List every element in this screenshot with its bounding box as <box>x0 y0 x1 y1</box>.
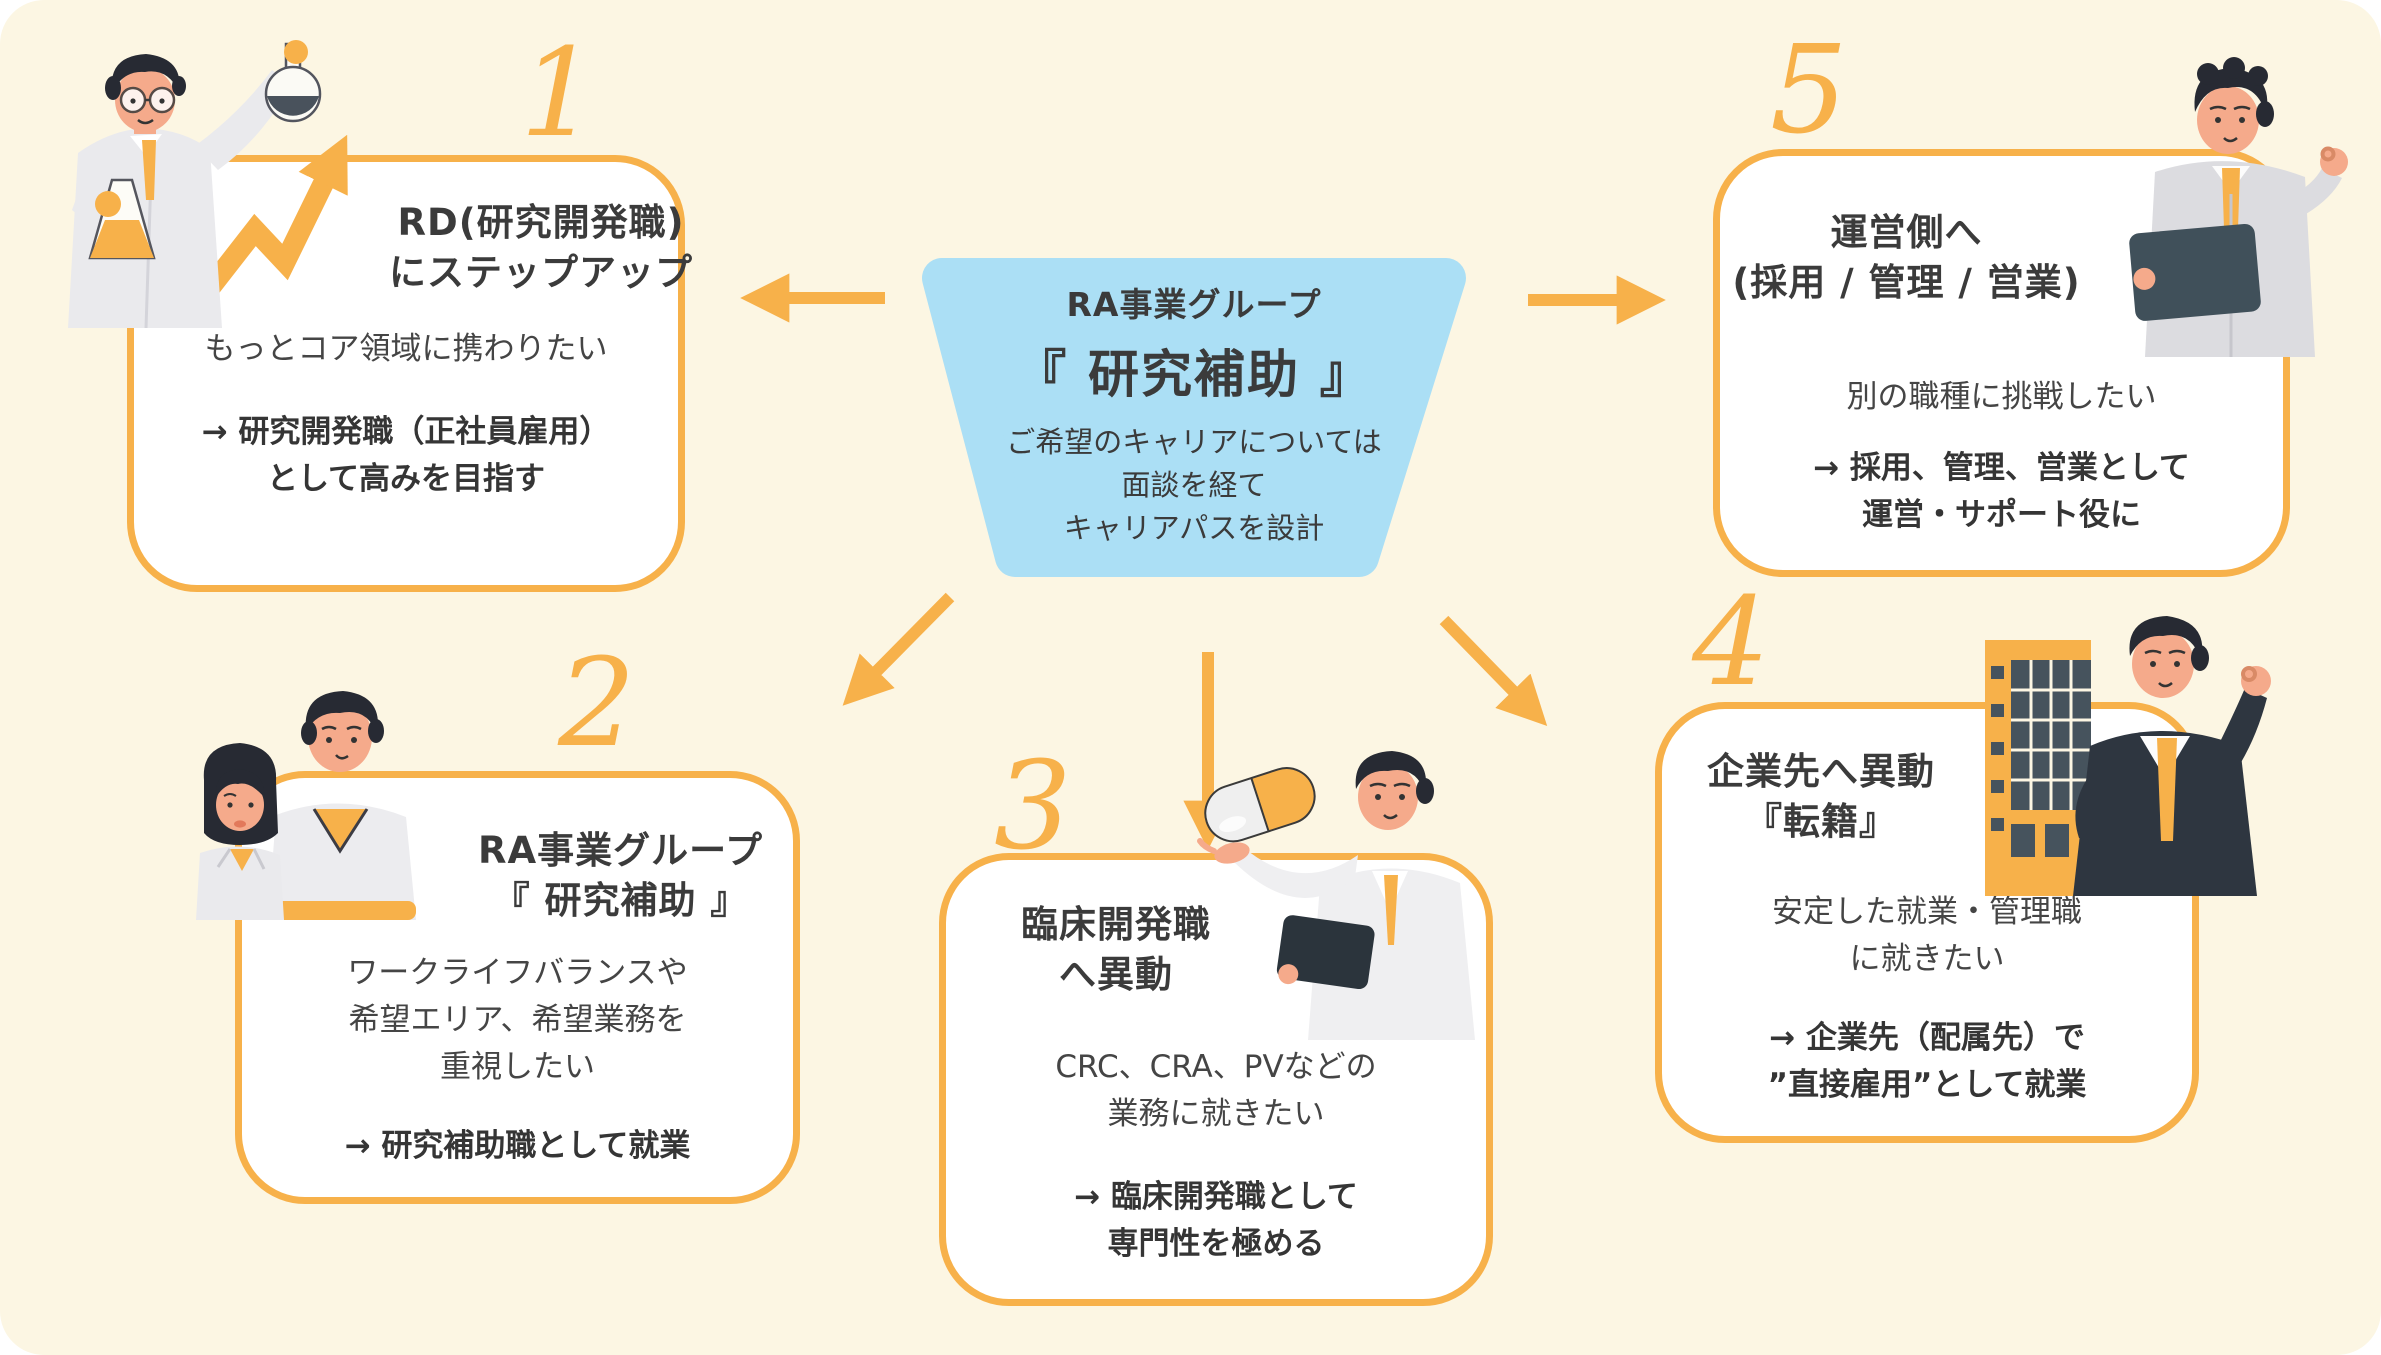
card-outcome: → 研究補助職として就業 <box>242 1123 793 1170</box>
card-title-line: 臨床開発職 <box>1021 903 1211 946</box>
card-desire-line: 重視したい <box>440 1049 595 1085</box>
card-number-1: 1 <box>520 22 598 164</box>
card-desire-line: ワークライフバランスや <box>347 955 688 991</box>
card-outcome-line: 運営・サポート役に <box>1862 497 2141 533</box>
capsule-icon <box>1204 767 1316 843</box>
card-outcome-line: 専門性を極める <box>1107 1226 1325 1262</box>
card-outcome: → 企業先（配属先）で ”直接雇用”として就業 <box>1662 1015 2192 1109</box>
card-desire-line: 希望エリア、希望業務を <box>348 1002 687 1038</box>
center-group-label: RA事業グループ <box>1066 285 1322 324</box>
card-outcome-line: → 臨床開発職として <box>1074 1179 1358 1215</box>
card-outcome-line: として高みを目指す <box>266 461 546 497</box>
card-outcome-line: → 研究開発職（正社員雇用） <box>201 414 611 450</box>
card-title-line: (採用 / 管理 / 営業) <box>1732 261 2081 304</box>
card-title: 運営側へ (採用 / 管理 / 営業) <box>1625 208 2188 308</box>
path-card-1: RD(研究開発職) にステップアップ もっとコア領域に携わりたい → 研究開発職… <box>127 155 692 592</box>
card-outcome-line: → 採用、管理、営業として <box>1813 450 2190 486</box>
card-desire: 別の職種に挑戦したい <box>1720 374 2283 421</box>
card-desire-line: 別の職種に挑戦したい <box>1846 379 2157 415</box>
office-building-icon <box>1985 640 2091 896</box>
tablet-icon <box>2129 223 2261 321</box>
round-flask-icon <box>264 40 322 123</box>
female-researcher-figure <box>196 743 284 920</box>
card-desire: ワークライフバランスや 希望エリア、希望業務を 重視したい <box>242 950 793 1091</box>
scientist-illustration <box>68 40 348 328</box>
card-title-line: にステップアップ <box>389 251 693 294</box>
arrow-to-card-2-icon <box>842 592 955 706</box>
pharmacist-illustration <box>1197 751 1475 1040</box>
center-main-title: 『 研究補助 』 <box>1015 346 1373 405</box>
researchers-illustration <box>196 691 416 920</box>
card-desire-line: CRC、CRA、PVなどの <box>1055 1049 1377 1085</box>
card-number-4: 4 <box>1692 571 1770 713</box>
card-title-line: 『転籍』 <box>1745 800 1897 843</box>
card-desire: 安定した就業・管理職 に就きたい <box>1662 889 2192 983</box>
card-desire-line: もっとコア領域に携わりたい <box>204 331 608 367</box>
card-outcome: → 臨床開発職として 専門性を極める <box>946 1174 1486 1268</box>
card-desire-line: に就きたい <box>1849 941 2005 977</box>
erlenmeyer-flask-icon <box>88 178 156 260</box>
card-desire-line: 安定した就業・管理職 <box>1772 894 2082 930</box>
operations-staff-illustration <box>2129 57 2348 357</box>
card-outcome-line: → 企業先（配属先）で <box>1769 1020 2085 1056</box>
card-desire: CRC、CRA、PVなどの 業務に就きたい <box>946 1044 1486 1138</box>
rising-trend-arrow-icon <box>186 134 348 314</box>
center-node-shape <box>922 258 1466 577</box>
businessman-illustration <box>1985 616 2271 896</box>
businessman-figure <box>2073 616 2271 896</box>
card-number-5: 5 <box>1770 19 1848 161</box>
card-title-line: 運営側へ <box>1830 211 1983 254</box>
male-researcher-figure <box>268 691 416 920</box>
card-title: 臨床開発職 へ異動 <box>846 900 1386 1000</box>
card-desire: もっとコア領域に携わりたい <box>134 326 678 373</box>
card-title-line: RD(研究開発職) <box>397 201 685 244</box>
center-caption-line: キャリアパスを設計 <box>1063 511 1325 545</box>
card-title-line: 企業先へ異動 <box>1707 750 1935 793</box>
card-outcome: → 研究開発職（正社員雇用） として高みを目指す <box>134 409 678 503</box>
card-outcome: → 採用、管理、営業として 運営・サポート役に <box>1720 445 2283 539</box>
pharmacist-figure <box>1197 751 1475 1040</box>
card-outcome-line: ”直接雇用”として就業 <box>1767 1067 2087 1103</box>
card-title: RD(研究開発職) にステップアップ <box>269 198 813 298</box>
center-caption-line: ご希望のキャリアについては <box>1006 425 1382 459</box>
center-caption: ご希望のキャリアについては 面談を経て キャリアパスを設計 <box>902 421 1486 550</box>
card-outcome-line: → 研究補助職として就業 <box>344 1128 691 1164</box>
card-title-line: 『 研究補助 』 <box>492 879 749 922</box>
center-caption-line: 面談を経て <box>1121 468 1267 502</box>
card-title-line: RA事業グループ <box>478 829 763 872</box>
arrow-to-card-4-icon <box>1439 615 1548 726</box>
card-number-2: 2 <box>558 632 636 774</box>
card-desire-line: 業務に就きたい <box>1107 1096 1325 1132</box>
scientist-figure <box>68 54 292 328</box>
card-title-line: へ異動 <box>1059 953 1173 996</box>
tablet-icon <box>1276 915 1375 990</box>
card-title: 企業先へ異動 『転籍』 <box>1556 747 2086 847</box>
card-number-3: 3 <box>994 735 1072 877</box>
card-title: RA事業グループ 『 研究補助 』 <box>345 826 896 926</box>
